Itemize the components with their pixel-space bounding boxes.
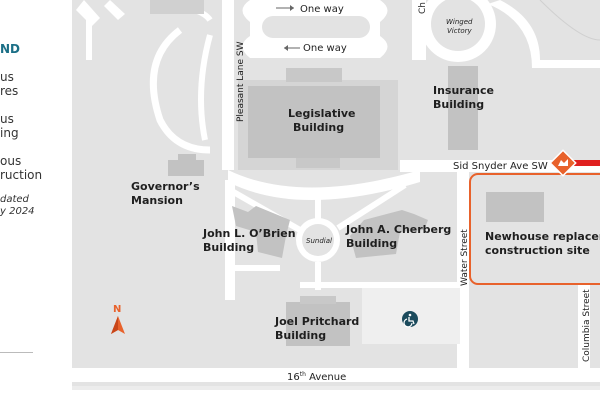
label-newhouse-2: construction site — [485, 244, 590, 257]
legend-item-2-line2: ing — [0, 126, 19, 140]
road-pleasant-lane — [222, 0, 234, 170]
label-sundial: Sundial — [306, 237, 332, 245]
label-16th-avenue: 16th Avenue — [287, 371, 346, 383]
legislative-building — [248, 86, 380, 158]
label-governors-1: Governor’s — [131, 180, 200, 193]
label-governors-2: Mansion — [131, 194, 183, 207]
legend-updated-line2: y 2024 — [0, 206, 35, 217]
label-legislative-2: Building — [293, 121, 344, 134]
loop-inner-island — [262, 16, 370, 38]
road-columbia-street — [578, 280, 590, 375]
pritchard-building — [286, 302, 350, 346]
label-top-cut: Ch — [418, 2, 428, 14]
north-arrow-icon — [111, 316, 125, 334]
legend-item-2: us ing — [0, 112, 19, 140]
legislative-wing-s — [296, 158, 340, 168]
one-way-arrow-icon — [276, 5, 300, 51]
lawn-curve — [539, 0, 600, 41]
walkway-west — [225, 180, 235, 300]
path-mansion-loop-2 — [198, 34, 213, 141]
road-closure-line — [572, 160, 600, 166]
construction-warning-icon[interactable] — [549, 149, 577, 177]
legend-item-1: us res — [0, 70, 18, 98]
top-building-left — [150, 0, 204, 14]
path-mansion-loop — [149, 27, 211, 154]
label-water-street: Water Street — [460, 229, 470, 286]
label-insurance-1: Insurance — [433, 84, 494, 97]
road-16th-avenue-edge — [72, 386, 600, 390]
legislative-wing-n — [286, 68, 342, 82]
pritchard-wing — [300, 296, 336, 304]
legend-item-3-line2: ruction — [0, 168, 43, 182]
obrien-building — [232, 206, 290, 258]
label-obrien-1: John L. O’Brien — [202, 227, 296, 240]
sundial-inner — [302, 224, 334, 256]
path-left-vertical — [86, 20, 92, 60]
road-capitol-drive — [228, 170, 420, 200]
path-north-left — [76, 0, 100, 26]
winged-victory-inner — [431, 0, 485, 51]
legend-divider — [0, 352, 33, 353]
label-legislative-1: Legislative — [288, 107, 356, 120]
label-obrien-2: Building — [203, 241, 254, 254]
legend-updated: dated y 2024 — [0, 194, 35, 218]
north-arrow-label: N — [113, 304, 121, 315]
label-newhouse-1: Newhouse replacem — [485, 230, 600, 243]
label-columbia-street: Columbia Street — [582, 289, 592, 362]
label-pleasant-lane: Pleasant Lane SW — [236, 41, 246, 122]
label-one-way-bottom: One way — [303, 43, 347, 54]
newhouse-footprint — [486, 192, 544, 222]
label-one-way-top: One way — [300, 4, 344, 15]
legend-item-3: ous ruction — [0, 154, 42, 182]
legend-item-1-line1: us — [0, 70, 14, 84]
newhouse-construction-site — [469, 173, 600, 285]
label-16th-sup: th — [300, 371, 306, 378]
legend-updated-line1: dated — [0, 194, 29, 205]
accessible-parking-icon[interactable] — [402, 311, 418, 328]
legend-heading: ND — [0, 42, 21, 56]
label-cherberg-1: John A. Cherberg — [345, 223, 451, 236]
label-cherberg-2: Building — [346, 237, 397, 250]
legend-item-1-line2: res — [0, 84, 19, 98]
label-insurance-2: Building — [433, 98, 484, 111]
governors-mansion — [168, 154, 204, 176]
label-pritchard-1: Joel Pritchard — [274, 315, 359, 328]
road-top-right-curve — [488, 0, 600, 68]
lot-strip — [300, 282, 460, 288]
label-16th-suffix: Avenue — [306, 372, 346, 383]
insurance-building — [448, 66, 478, 150]
label-winged-victory-2: Victory — [447, 27, 472, 35]
legend-item-3-line1: ous — [0, 154, 22, 168]
label-16th-prefix: 16 — [287, 372, 300, 383]
label-pritchard-2: Building — [275, 329, 326, 342]
cherberg-building — [350, 210, 428, 258]
label-winged-victory-1: Winged — [446, 18, 473, 26]
label-sid-snyder: Sid Snyder Ave SW — [453, 161, 548, 172]
legend-item-2-line1: us — [0, 112, 14, 126]
path-north-left-2 — [104, 0, 125, 20]
walkway-diag-2 — [336, 182, 407, 231]
